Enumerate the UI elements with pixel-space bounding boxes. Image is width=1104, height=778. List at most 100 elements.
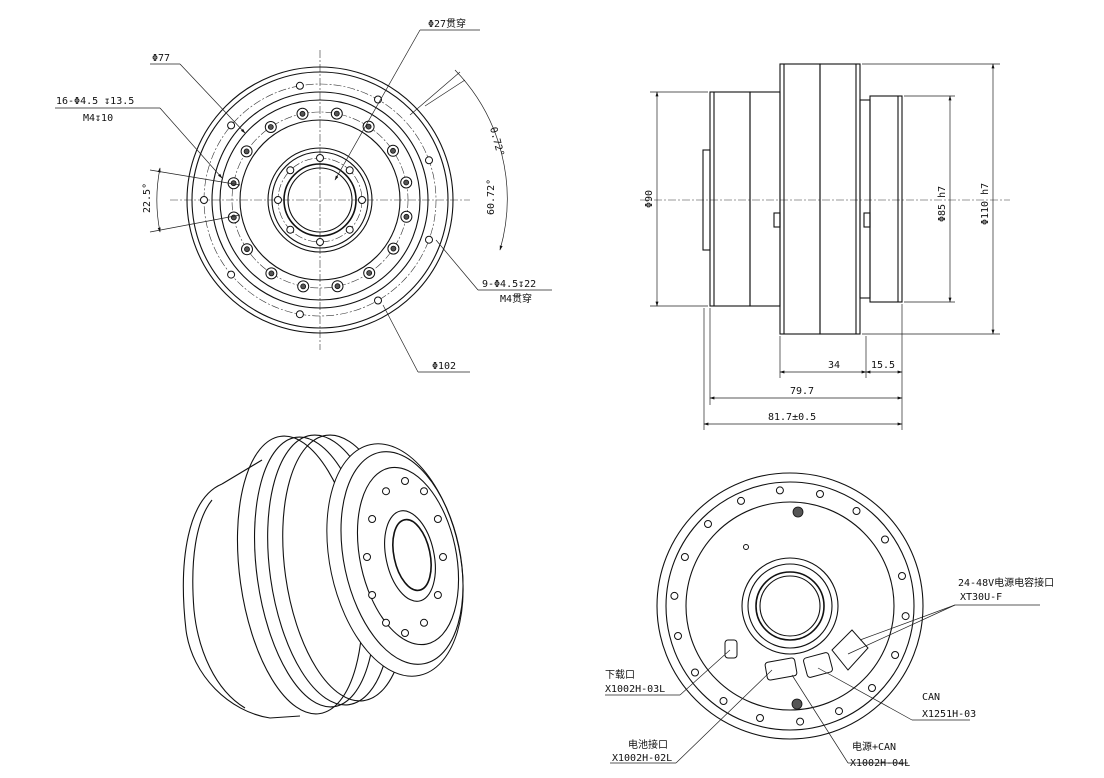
- label-power-cap-line1: 24-48V电源电容接口: [958, 576, 1054, 589]
- bolt-hole-core: [390, 245, 397, 252]
- back-view: 24-48V电源电容接口 XT30U-F 下载口 X1002H-03L CAN …: [605, 472, 1054, 769]
- back-hole: [868, 684, 876, 692]
- label-holes9-line1: 9-Φ4.5↧22: [482, 279, 536, 290]
- label-angle-large: 60.72°: [486, 179, 497, 215]
- through-hole: [227, 270, 236, 279]
- iso-bolt: [382, 618, 390, 627]
- iso-bolt: [439, 553, 447, 561]
- back-hole: [852, 507, 861, 515]
- label-len81-7: 81.7±0.5: [768, 412, 816, 423]
- label-can-line1: CAN: [922, 692, 940, 703]
- back-hole: [881, 535, 889, 544]
- label-download-line1: 下载口: [605, 669, 635, 681]
- iso-bolt: [401, 477, 409, 485]
- through-hole: [374, 296, 382, 305]
- bolt-hole-core: [333, 110, 340, 117]
- iso-bolt: [363, 553, 371, 561]
- through-hole: [227, 121, 236, 130]
- bolt-hole-core: [365, 123, 372, 130]
- iso-bolt: [401, 629, 409, 637]
- side-view: Φ90 Φ85 h7 Φ110 h7 34 15.5 79.7 81.7±0.5: [640, 63, 1010, 430]
- back-hole: [674, 632, 682, 640]
- label-d77: Φ77: [152, 53, 170, 64]
- back-hole: [756, 714, 764, 722]
- through-hole: [425, 235, 433, 244]
- back-hole: [901, 612, 910, 621]
- bolt-hole-core: [244, 246, 250, 253]
- back-hole: [898, 572, 906, 580]
- connector-xt30: [831, 629, 869, 671]
- label-len79-7: 79.7: [790, 386, 814, 397]
- label-d110: Φ110 h7: [980, 183, 991, 225]
- bolt-hole-core: [334, 283, 341, 290]
- iso-bolt: [420, 487, 428, 496]
- back-pin: [792, 506, 804, 518]
- front-view: Φ77 Φ27贯穿 16-Φ4.5 ↧13.5 M4↧10 0.72° 60.7…: [55, 17, 552, 373]
- label-angle-left: 22.5°: [142, 183, 153, 213]
- iso-bolt: [433, 591, 442, 599]
- inner-hole: [345, 225, 354, 234]
- inner-hole: [286, 166, 295, 175]
- label-holes16-line2: M4↧10: [83, 113, 113, 124]
- inner-hole: [286, 225, 295, 234]
- through-hole: [425, 156, 433, 165]
- label-can-line2: X1251H-03: [922, 709, 976, 720]
- connector-download: [724, 639, 738, 659]
- back-pin: [791, 698, 803, 710]
- label-power-cap-line2: XT30U-F: [960, 592, 1002, 603]
- label-d85: Φ85 h7: [937, 186, 948, 222]
- bolt-hole-core: [267, 124, 274, 130]
- label-holes16-line1: 16-Φ4.5 ↧13.5: [56, 96, 134, 107]
- back-hole: [691, 668, 699, 677]
- bolt-hole-core: [230, 180, 237, 187]
- label-d102: Φ102: [432, 361, 456, 372]
- label-d90: Φ90: [644, 190, 655, 208]
- back-hole: [737, 496, 745, 505]
- isometric-view: [182, 434, 464, 719]
- connector-battery-powercan: [764, 657, 798, 681]
- label-powercan-line2: X1002H-04L: [850, 758, 910, 769]
- back-hole: [775, 486, 784, 495]
- back-hole: [670, 591, 679, 600]
- bolt-hole-core: [403, 179, 410, 186]
- through-hole: [200, 196, 208, 204]
- iso-bolt: [382, 487, 390, 496]
- label-len34: 34: [828, 360, 840, 371]
- through-hole: [295, 310, 304, 319]
- back-hole: [719, 697, 728, 705]
- bolt-hole-core: [366, 270, 373, 276]
- through-hole: [295, 81, 304, 90]
- front-mounting-holes: [200, 81, 433, 319]
- label-download-line2: X1002H-03L: [605, 684, 665, 695]
- bolt-hole-core: [268, 270, 275, 277]
- bolt-hole-core: [390, 147, 396, 154]
- iso-bolt: [368, 591, 377, 599]
- inner-hole: [274, 196, 282, 204]
- back-hole: [680, 553, 689, 561]
- back-hole: [796, 717, 805, 726]
- back-marker: [743, 544, 749, 550]
- label-battery-line1: 电池接口: [628, 738, 668, 751]
- bolt-hole-core: [243, 148, 250, 155]
- bolt-hole-core: [403, 213, 410, 220]
- inner-hole: [358, 196, 366, 204]
- label-powercan-line1: 电源+CAN: [852, 740, 896, 753]
- bolt-hole-core: [299, 110, 306, 117]
- connector-can: [803, 652, 833, 678]
- label-angle-small: 0.72°: [487, 126, 505, 158]
- iso-bolt: [433, 515, 442, 523]
- bolt-hole-core: [300, 283, 307, 290]
- inner-hole: [345, 166, 354, 175]
- back-hole: [835, 707, 843, 716]
- inner-hole: [316, 154, 324, 162]
- label-len15-5: 15.5: [871, 360, 895, 371]
- iso-bolt: [420, 618, 428, 627]
- iso-bolts: [363, 477, 447, 637]
- label-battery-line2: X1002H-02L: [612, 753, 672, 764]
- back-hole: [704, 520, 712, 528]
- inner-hole: [316, 238, 324, 246]
- label-holes9-line2: M4贯穿: [500, 292, 532, 305]
- label-d27: Φ27贯穿: [428, 17, 466, 30]
- iso-bolt: [368, 515, 377, 523]
